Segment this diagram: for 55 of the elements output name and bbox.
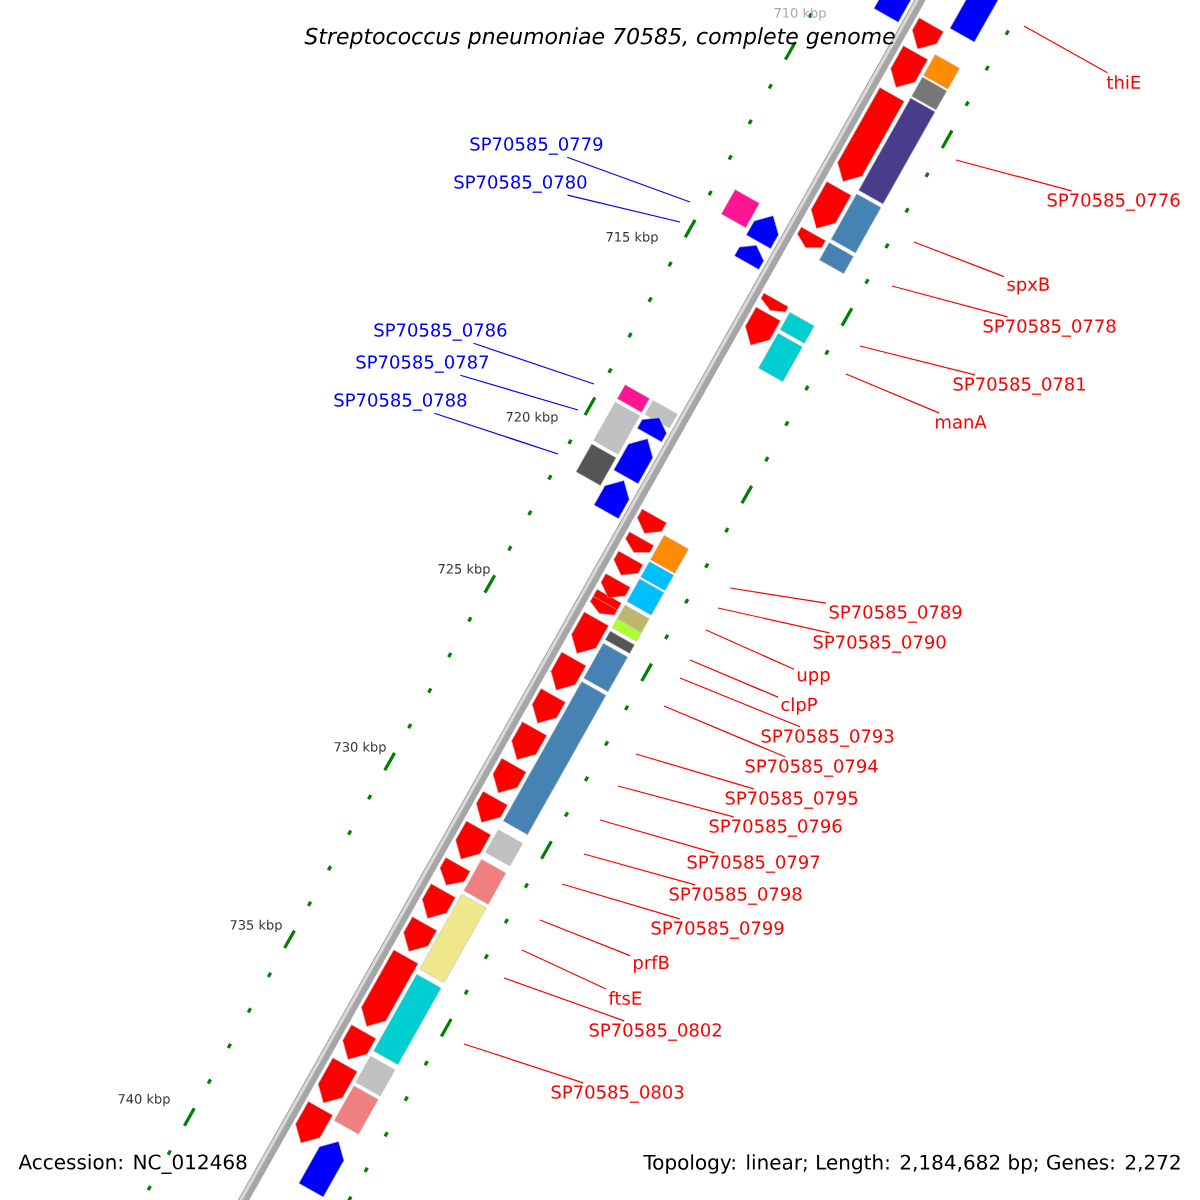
leader-line [717, 607, 830, 634]
leader-line [566, 194, 681, 223]
leader-line [913, 241, 1005, 278]
leader-line [859, 345, 976, 376]
gene-label: upp [797, 671, 830, 685]
leader-line [689, 659, 779, 698]
gene-label: SP70585_0788 [334, 393, 467, 411]
gene-label: SP70585_0778 [983, 319, 1116, 337]
gene-label: SP70585_0779 [470, 137, 603, 155]
gene-label: spxB [1007, 277, 1049, 295]
leader-line [463, 1043, 584, 1084]
gene-label: SP70585_0803 [551, 1085, 684, 1103]
leader-line [635, 753, 755, 790]
leader-line [705, 629, 795, 670]
title: Streptococcus pneumoniae 70585, complete genome [304, 27, 895, 49]
leader-line [729, 587, 827, 604]
leader-line [891, 285, 1009, 318]
summary-text: Topology: linear; Length: 2,184,682 bp; Genes: 2,272 [643, 1154, 1180, 1174]
leader-line [663, 705, 786, 758]
gene-label: SP70585_0790 [813, 635, 946, 653]
gene-label: SP70585_0789 [829, 605, 962, 623]
leader-line [472, 342, 595, 385]
leader-line [1023, 25, 1108, 74]
gene-label: SP70585_0802 [589, 1023, 721, 1041]
accession-text: Accession: NC_012468 [18, 1154, 247, 1174]
gene-label: clpP [781, 697, 817, 715]
leader-line [566, 156, 691, 203]
gene-label: SP70585_0793 [761, 729, 894, 747]
leader-line [679, 677, 801, 728]
gene-label: manA [936, 415, 987, 429]
gene-label: SP70585_0787 [356, 355, 489, 373]
leader-line [539, 919, 631, 957]
gene-label: SP70585_0786 [374, 323, 507, 341]
leader-line [617, 785, 735, 818]
gene-label: SP70585_0780 [454, 175, 587, 193]
leader-line [459, 374, 579, 411]
leader-line [503, 977, 625, 1022]
gene-label: SP70585_0776 [1047, 193, 1180, 211]
leader-line [955, 159, 1073, 192]
gene-label: SP70585_0796 [709, 819, 842, 837]
gene-label: SP70585_0797 [687, 855, 820, 873]
gene-label: prfB [634, 955, 669, 973]
leader-line [521, 949, 607, 990]
leader-line [845, 373, 940, 414]
gene-label: SP70585_0794 [745, 759, 878, 777]
leader-line [433, 412, 559, 455]
leader-line [599, 819, 716, 854]
gene-label: ftsE [608, 991, 642, 1005]
leader-line [561, 883, 681, 920]
gene-label: SP70585_0799 [651, 921, 784, 939]
gene-label: thiE [1106, 75, 1141, 89]
gene-label: SP70585_0795 [725, 791, 858, 809]
leader-line [583, 853, 696, 886]
gene-label: SP70585_0798 [669, 887, 802, 905]
gene-label: SP70585_0781 [953, 377, 1086, 395]
